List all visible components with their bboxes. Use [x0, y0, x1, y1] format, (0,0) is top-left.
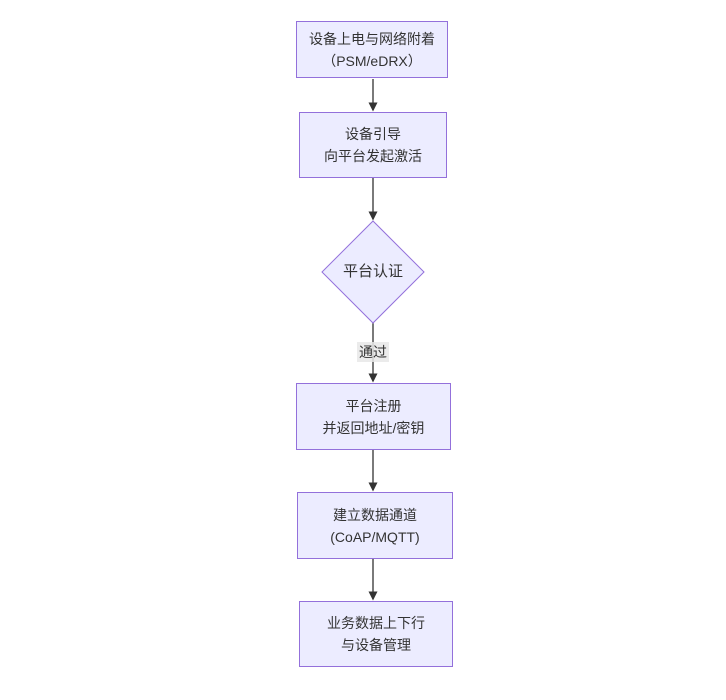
flow-node-register: 平台注册 并返回地址/密钥 [296, 383, 451, 450]
flow-node-channel: 建立数据通道 (CoAP/MQTT) [297, 492, 453, 559]
flow-node-power-line2: （PSM/eDRX） [322, 52, 422, 69]
flow-node-auth-label: 平台认证 [342, 263, 403, 280]
flow-node-service: 业务数据上下行 与设备管理 [299, 601, 453, 667]
flow-node-channel-line2: (CoAP/MQTT) [330, 528, 420, 545]
flow-node-boot: 设备引导 向平台发起激活 [299, 112, 447, 178]
flow-node-power-line1: 设备上电与网络附着 [309, 30, 435, 47]
flow-node-power: 设备上电与网络附着 （PSM/eDRX） [296, 21, 448, 78]
flow-node-channel-line1: 建立数据通道 [333, 506, 417, 523]
flow-node-boot-line1: 设备引导 [345, 126, 401, 142]
flow-node-register-line2: 并返回地址/密钥 [322, 419, 425, 436]
flow-node-auth-diamond [321, 220, 425, 324]
flow-node-service-line2: 与设备管理 [341, 637, 411, 653]
flow-node-service-line1: 业务数据上下行 [327, 615, 425, 631]
flow-node-boot-line2: 向平台发起激活 [324, 148, 422, 164]
edge-label-pass: 通过 [357, 342, 389, 362]
flow-node-register-line1: 平台注册 [345, 397, 402, 414]
